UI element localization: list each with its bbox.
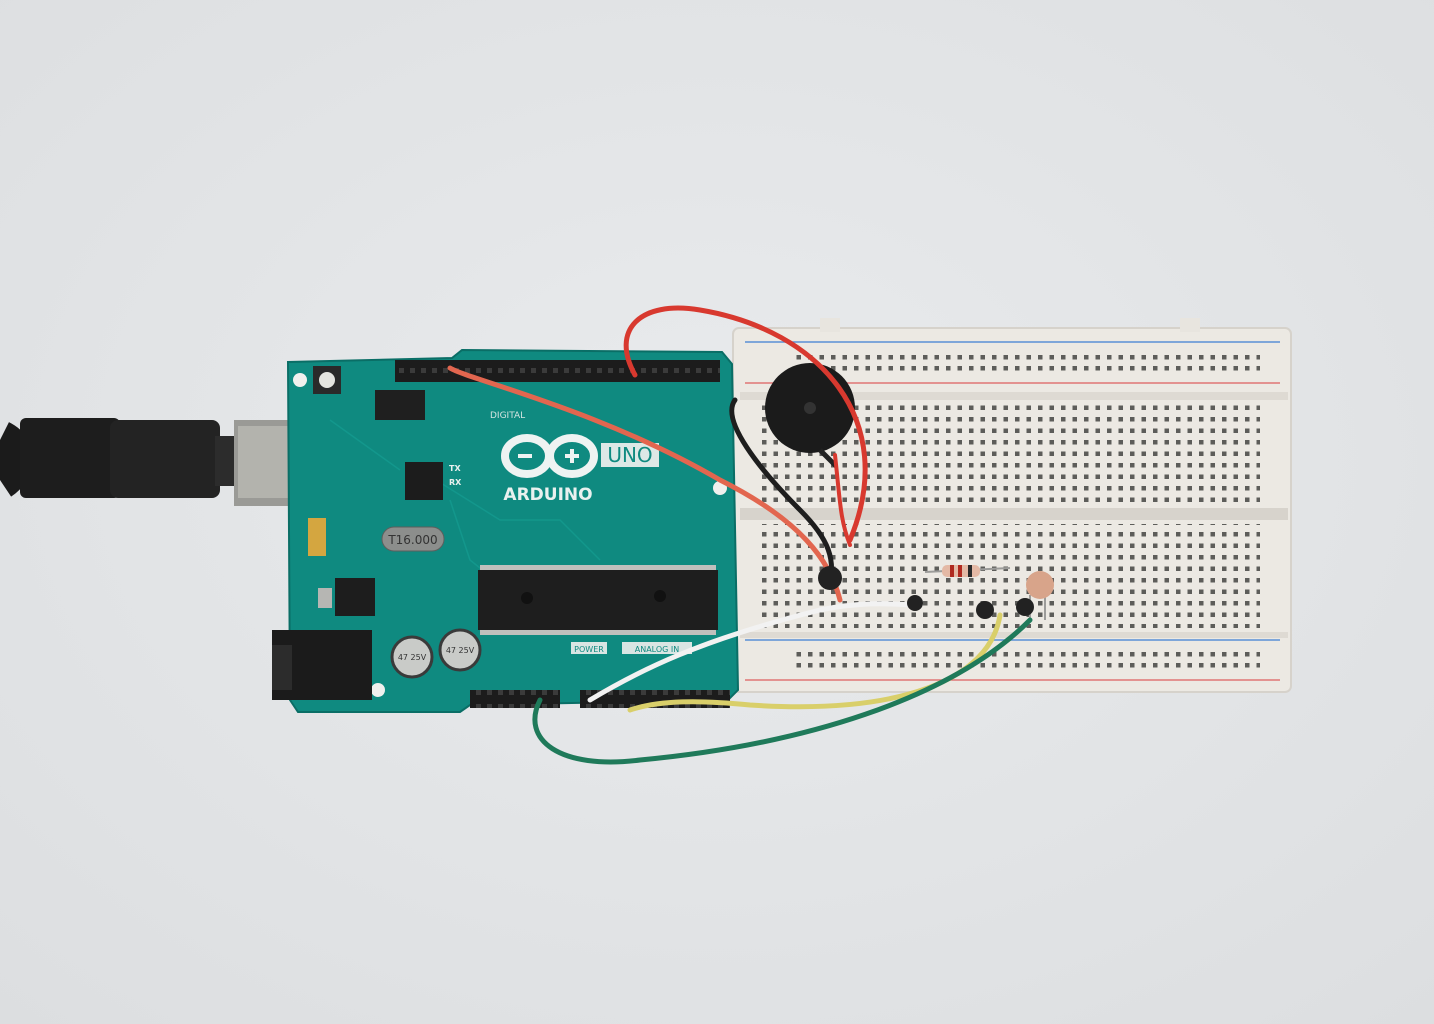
- red-wire-short: [833, 453, 852, 547]
- yellow-wire: [627, 612, 1003, 713]
- rx-label: RX: [449, 478, 462, 487]
- wires: [447, 305, 1034, 765]
- atmega-chip: [478, 570, 718, 630]
- capacitor-label: 47 25V: [398, 653, 427, 662]
- green-wire: [532, 617, 1033, 765]
- capacitor-label: 47 25V: [446, 646, 475, 655]
- digital-label: DIGITAL: [490, 411, 525, 421]
- crystal-label: T16.000: [387, 533, 437, 547]
- crystal: [381, 526, 445, 552]
- capacitor: [390, 635, 434, 679]
- analog-label: ANALOG IN: [635, 645, 680, 654]
- white-wire: [587, 601, 918, 703]
- digital-header: [395, 360, 720, 382]
- power-header: [470, 690, 560, 708]
- power-label: POWER: [574, 645, 604, 654]
- capacitor: [438, 628, 482, 672]
- logo-text: ARDUINO: [503, 485, 592, 505]
- tx-label: TX: [449, 464, 461, 473]
- orange-wire: [447, 365, 843, 603]
- resistor: [924, 565, 1011, 577]
- model-label: UNO: [607, 443, 652, 467]
- breadboard: [732, 318, 1292, 693]
- black-wire: [729, 397, 835, 588]
- arduino-logo: [501, 434, 598, 478]
- red-wire: [623, 305, 868, 543]
- piezo-buzzer: [765, 363, 855, 468]
